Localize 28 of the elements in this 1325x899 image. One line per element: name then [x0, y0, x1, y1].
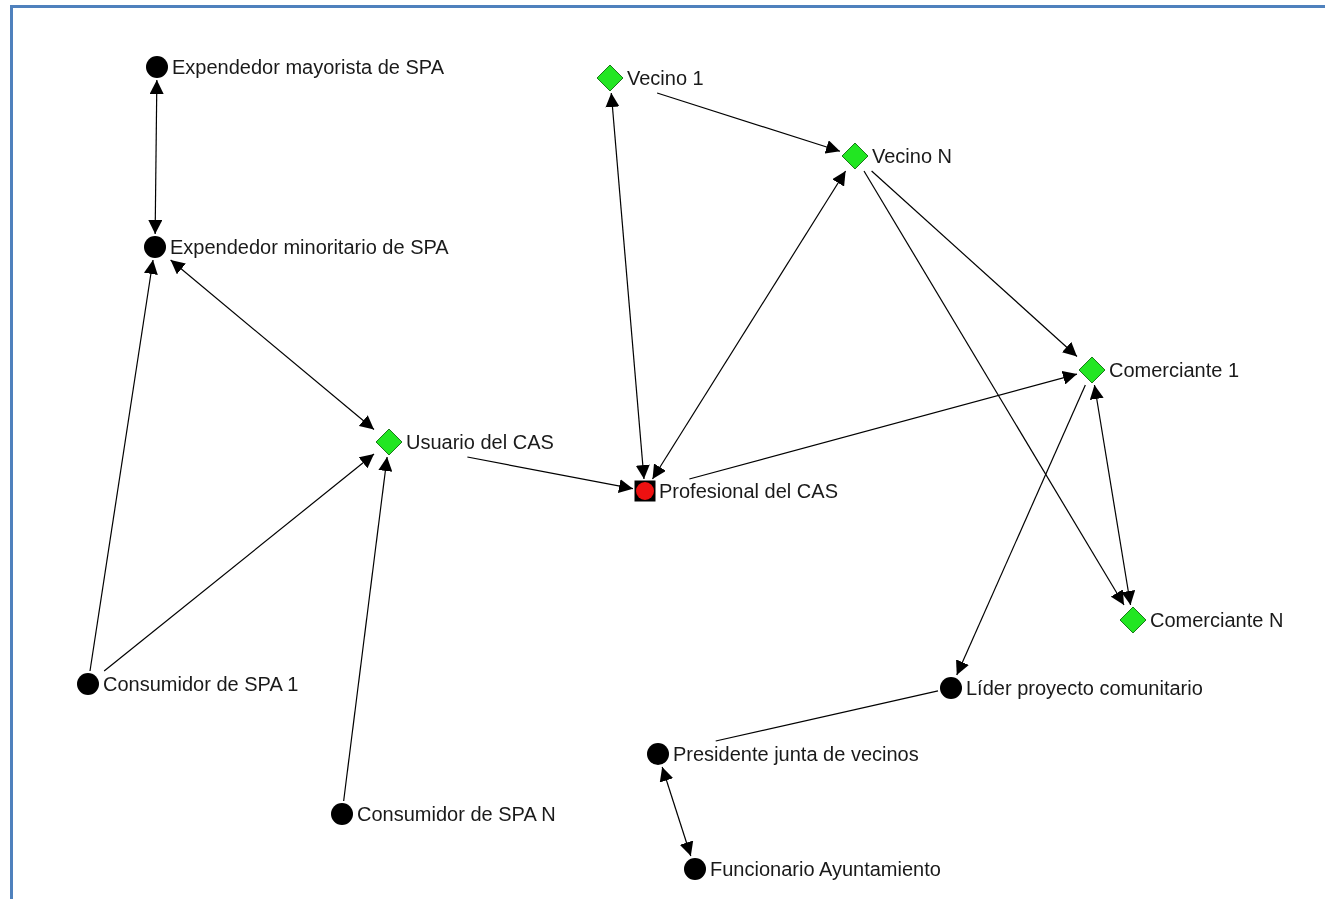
node-label: Vecino 1	[627, 67, 704, 89]
arrow	[1089, 384, 1136, 606]
arrow	[659, 766, 694, 857]
node-label: Consumidor de SPA 1	[103, 673, 299, 695]
node-label: Comerciante 1	[1109, 359, 1240, 381]
arrow	[688, 370, 1078, 480]
node-label: Comerciante N	[1150, 609, 1284, 631]
arrow	[89, 259, 158, 672]
arrow	[343, 456, 393, 802]
arrow	[605, 92, 650, 480]
arrow	[656, 92, 841, 154]
arrow	[871, 170, 1078, 358]
node-label: Líder proyecto comunitario	[966, 677, 1203, 699]
arrow	[956, 384, 1086, 676]
node-label: Presidente junta de vecinos	[673, 743, 919, 765]
node-label: Funcionario Ayuntamiento	[710, 858, 941, 880]
arrow	[466, 456, 634, 493]
node-label: Profesional del CAS	[659, 480, 838, 502]
arrow	[170, 259, 375, 431]
node-label: Expendedor minoritario de SPA	[170, 236, 449, 258]
node-label: Usuario del CAS	[406, 431, 554, 453]
arrow	[651, 170, 847, 480]
node-label: Vecino N	[872, 145, 953, 167]
arrow	[103, 453, 375, 672]
arrow	[148, 79, 164, 235]
node-label: Expendedor mayorista de SPA	[172, 56, 444, 78]
arrow	[863, 170, 1125, 606]
node-label: Consumidor de SPA N	[357, 803, 556, 825]
